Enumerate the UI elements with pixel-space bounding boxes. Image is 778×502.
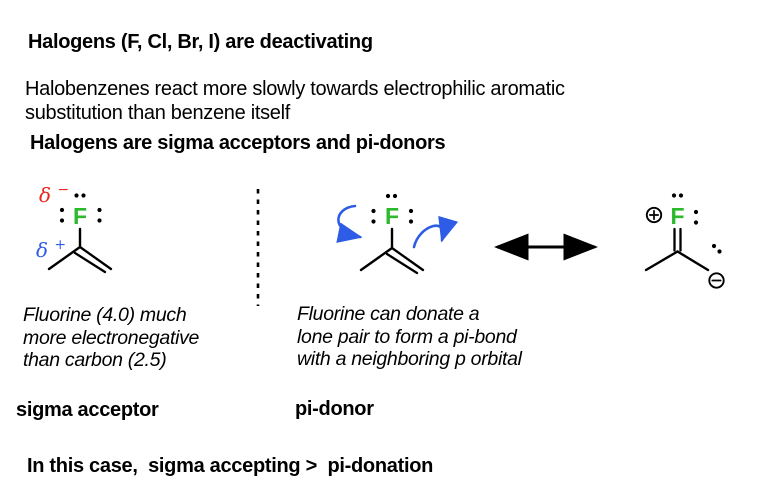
lone-pair-dot — [717, 249, 722, 254]
lone-pair-dot — [693, 220, 699, 225]
lone-pair-dot — [59, 207, 65, 213]
cc-double-bond-line1 — [390, 246, 425, 272]
conclusion-text: In this case, sigma accepting > pi-donat… — [27, 455, 434, 477]
curved-arrow-lone-pair-to-bond — [336, 204, 363, 243]
lone-pair-dot — [97, 218, 102, 223]
carbanion-lone-pair — [711, 243, 722, 254]
f-left-lone-pair — [59, 207, 65, 223]
lone-pair-dot — [711, 243, 717, 249]
minus-charge-icon — [708, 272, 725, 289]
delta-symbol: δ — [39, 183, 51, 207]
f-top-lone-pair — [385, 193, 398, 199]
lone-pair-dot — [678, 193, 684, 198]
cc-double-bond-line2 — [385, 252, 419, 275]
delta-symbol: δ — [36, 238, 48, 262]
f-right-lone-pair — [408, 208, 414, 224]
lone-pair-dot — [408, 208, 414, 214]
resonance-structure: F — [644, 193, 725, 289]
lone-pair-dot — [59, 218, 65, 223]
delta-plus-label: δ + — [36, 237, 66, 262]
fluorine-atom: F — [670, 203, 684, 229]
minus-charge-circle — [708, 272, 725, 289]
lone-pair-dot — [74, 193, 79, 198]
intro-line-2: substitution than benzene itself — [25, 102, 291, 124]
lone-pair-dot — [671, 193, 677, 198]
page-title: Halogens (F, Cl, Br, I) are deactivating — [28, 31, 373, 53]
lone-pair-dot — [693, 209, 699, 215]
chemistry-diagram: δ − F δ + — [36, 182, 725, 306]
methyl-bond — [359, 246, 394, 272]
f-top-lone-pair — [74, 193, 86, 198]
lone-pair-dot — [408, 219, 414, 224]
lone-pair-dot — [392, 193, 398, 199]
pi-donor-structure: F — [336, 193, 459, 275]
fluorine-atom: F — [385, 203, 399, 229]
caption-line: more electronegative — [23, 326, 200, 349]
subheading: Halogens are sigma acceptors and pi-dono… — [30, 132, 446, 154]
caption-line: than carbon (2.5) — [23, 349, 167, 371]
methyl-bond — [644, 250, 679, 272]
delta-minus-label: δ − — [39, 182, 69, 207]
f-right-lone-pair — [693, 209, 699, 225]
intro-paragraph: Halobenzenes react more slowly towards e… — [25, 77, 565, 125]
carbanion-bond — [676, 250, 710, 272]
sigma-acceptor-label: sigma acceptor — [16, 399, 159, 421]
lone-pair-dot — [81, 193, 86, 198]
plus-superscript: + — [54, 237, 66, 253]
plus-charge-circle — [645, 206, 663, 224]
plus-charge-icon — [645, 206, 663, 224]
lone-pair-dot — [371, 208, 376, 214]
sigma-acceptor-structure: δ − F δ + — [36, 182, 113, 274]
lone-pair-dot — [97, 207, 102, 213]
sigma-acceptor-caption: Fluorine (4.0) much more electronegative… — [23, 304, 199, 372]
pi-donor-caption: Fluorine can donate a lone pair to form … — [297, 303, 522, 371]
f-left-lone-pair — [371, 208, 376, 224]
pi-donor-label: pi-donor — [295, 398, 374, 420]
lone-pair-dot — [385, 193, 391, 199]
caption-line: with a neighboring p orbital — [297, 348, 522, 370]
f-right-lone-pair — [97, 207, 102, 223]
lone-pair-dot — [371, 219, 376, 224]
cc-double-bond-line2 — [73, 251, 107, 274]
minus-superscript: − — [57, 182, 69, 198]
caption-line: lone pair to form a pi-bond — [297, 325, 517, 348]
cc-double-bond-line1 — [78, 245, 113, 271]
fluorine-atom: F — [73, 203, 87, 229]
methyl-bond — [47, 245, 82, 271]
curved-arrow-pi-electrons — [412, 215, 459, 249]
f-top-lone-pair — [671, 193, 684, 198]
intro-line-1: Halobenzenes react more slowly towards e… — [25, 78, 565, 100]
caption-line: Fluorine (4.0) much — [23, 304, 187, 326]
caption-line: Fluorine can donate a — [297, 303, 480, 325]
